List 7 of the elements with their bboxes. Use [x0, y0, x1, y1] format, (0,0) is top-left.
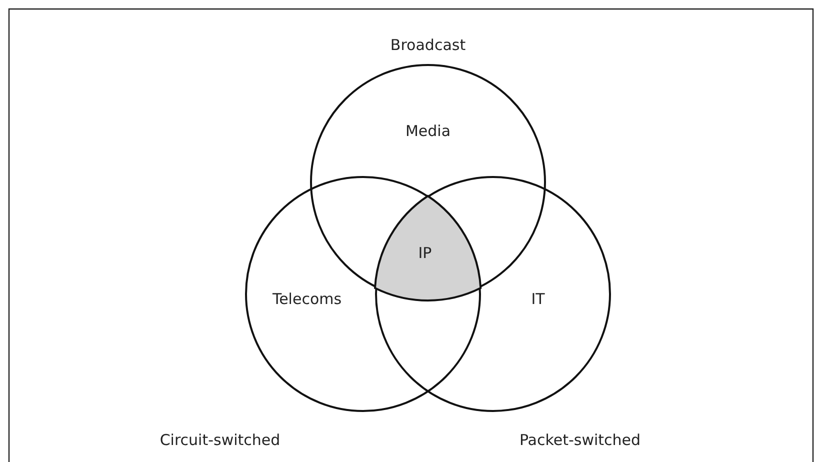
set-label: IT: [531, 290, 545, 308]
category-label: Broadcast: [390, 36, 466, 54]
category-label: Circuit-switched: [160, 431, 280, 449]
category-label: Packet-switched: [519, 431, 641, 449]
set-label: Telecoms: [272, 290, 342, 308]
intersection-label: IP: [418, 244, 432, 262]
set-label: Media: [405, 122, 451, 140]
